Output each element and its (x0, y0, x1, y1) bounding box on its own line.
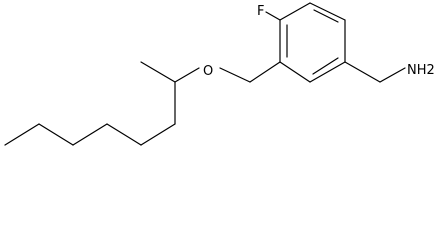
chain-bond-6 (4, 123, 40, 146)
ring-bond-bottom-left (279, 61, 311, 83)
oxygen-label: O (203, 64, 213, 79)
molecule-structure: F O NH2 (4, 2, 435, 146)
chain-bond-3 (106, 123, 142, 146)
ring-double-bond-2 (312, 57, 339, 75)
ether-oxygen-bond-right (219, 67, 251, 83)
amine-label: NH2 (407, 63, 435, 78)
ring-double-bond-1 (313, 9, 339, 23)
bonds (4, 2, 406, 146)
fluoro-bond (265, 11, 281, 21)
ring-bond-top-right (309, 2, 346, 21)
ether-oxygen-bond-left (174, 67, 200, 83)
chain-bond-2 (140, 123, 176, 146)
chain-bond-5 (38, 123, 74, 146)
methyl-branch-bond (140, 61, 176, 83)
chain-bond-4 (72, 123, 108, 146)
atom-labels: F O NH2 (203, 4, 435, 79)
fluorine-label: F (257, 4, 264, 19)
benzyl-carbon-bond (249, 61, 281, 83)
aminomethyl-bond-1 (344, 61, 381, 83)
structure-canvas: F O NH2 (4, 2, 435, 146)
ring-bond-bottom-right (309, 61, 346, 83)
aminomethyl-bond-2 (379, 67, 406, 83)
ring-bond-top-left (279, 2, 311, 21)
